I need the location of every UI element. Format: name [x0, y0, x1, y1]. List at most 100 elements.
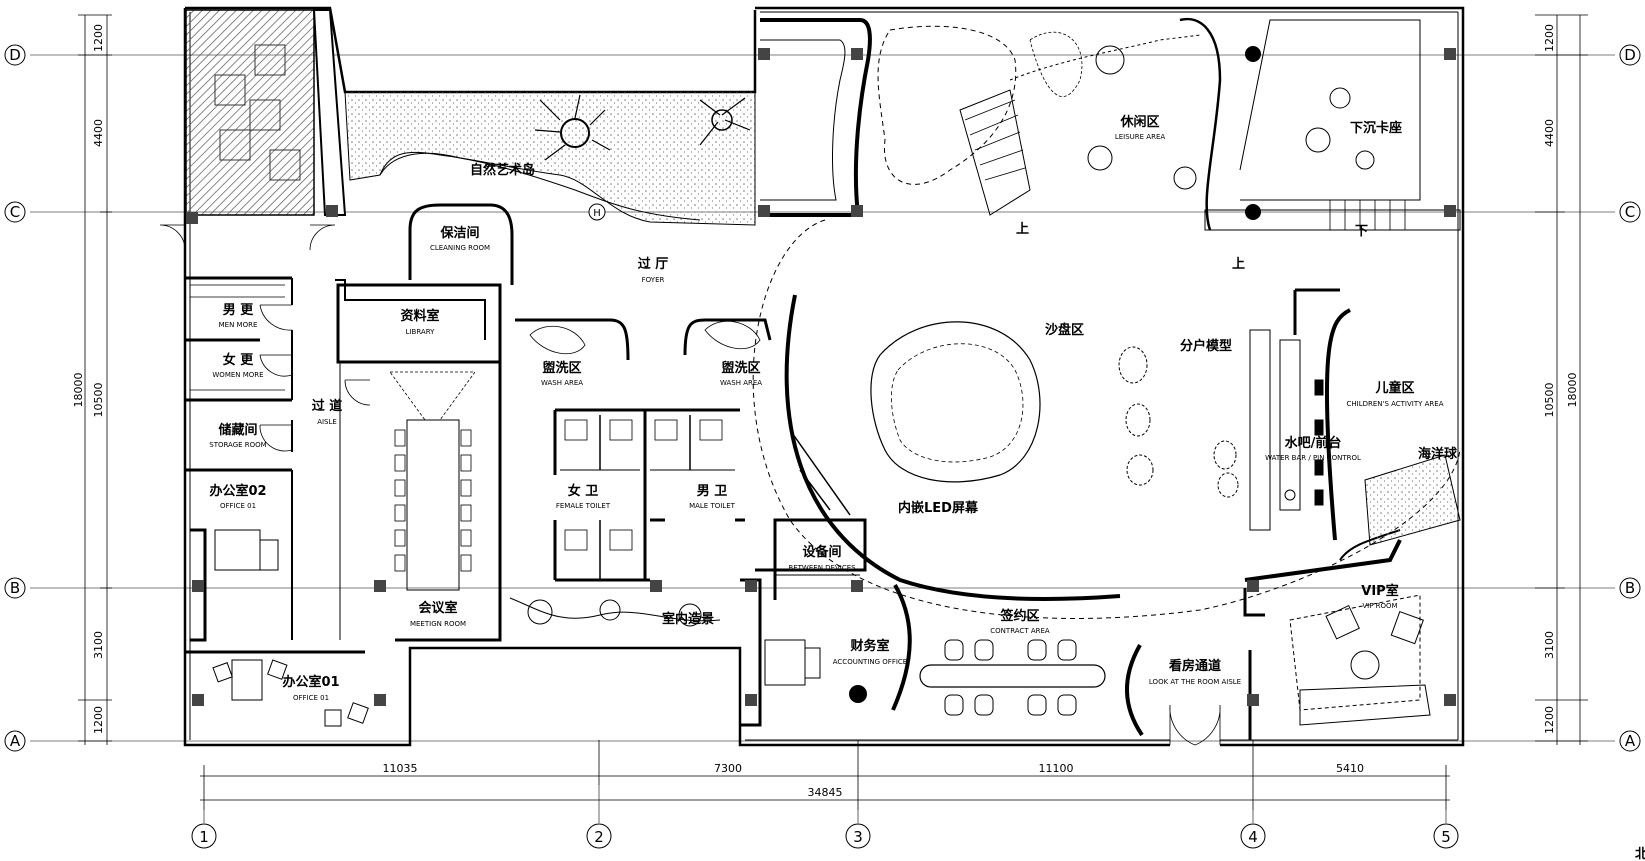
structural-columns — [192, 48, 1456, 706]
label-cleaning-en: CLEANING ROOM — [430, 244, 490, 252]
label-office02-en: OFFICE 01 — [220, 502, 256, 510]
dim-right-5: 1200 — [1543, 706, 1556, 734]
label-devices-en: BETWEEN DEVICES — [788, 564, 856, 572]
label-leisure-en: LEISURE AREA — [1115, 133, 1166, 141]
col-label-4: 4 — [1248, 828, 1258, 846]
label-water-bar-cn: 水吧/前台 — [1285, 435, 1342, 451]
label-meeting-cn: 会议室 — [418, 600, 457, 616]
dim-right-3: 10500 — [1543, 383, 1556, 418]
col-label-1: 1 — [199, 828, 209, 846]
label-leisure-cn: 休闲区 — [1119, 114, 1159, 130]
label-women-more-en: WOMEN MORE — [212, 371, 263, 379]
label-contract-en: CONTRACT AREA — [990, 627, 1050, 635]
column-marker — [1245, 46, 1261, 62]
label-meeting-en: MEETIGN ROOM — [410, 620, 466, 628]
column-marker — [849, 685, 867, 703]
unit-model-blobs — [1118, 346, 1239, 498]
dim-right-2: 4400 — [1543, 119, 1556, 147]
label-accounting-cn: 财务室 — [850, 638, 889, 654]
sand-table — [870, 321, 1041, 483]
contract-furniture — [919, 639, 1106, 716]
dim-left-total: 18000 — [72, 373, 85, 408]
label-cleaning-cn: 保洁间 — [439, 225, 479, 241]
label-sunken-booth: 下沉卡座 — [1350, 120, 1402, 136]
north-label: 北 — [1635, 847, 1645, 861]
label-library-en: LIBRARY — [406, 328, 436, 336]
label-contract-cn: 签约区 — [999, 608, 1039, 624]
label-water-bar-en: WATER BAR / PIN CONTROL — [1265, 454, 1361, 462]
label-men-more-cn: 男 更 — [223, 303, 255, 318]
svg-text:H: H — [593, 208, 601, 219]
col-label-2: 2 — [594, 828, 604, 846]
column-axis: 1 2 3 4 5 — [191, 785, 1459, 849]
row-axis-right: D C B A — [1619, 44, 1641, 752]
ocean-ball-pit — [1364, 454, 1461, 546]
label-led-screen: 内嵌LED屏幕 — [898, 500, 979, 516]
label-storage-en: STORAGE ROOM — [209, 441, 266, 449]
dim-left-5: 1200 — [92, 706, 105, 734]
row-axis-left: D C B A — [4, 44, 26, 752]
label-wash-left-cn: 盥洗区 — [542, 360, 581, 376]
col-label-3: 3 — [853, 828, 863, 846]
label-stair-down: 下 — [1355, 224, 1368, 239]
label-unit-model: 分户模型 — [1180, 338, 1232, 354]
label-male-toilet-cn: 男 卫 — [697, 484, 728, 499]
dim-bottom-3: 11100 — [1039, 762, 1074, 775]
label-indoor-landscape: 室内造景 — [662, 611, 714, 627]
leisure-area — [877, 17, 1461, 231]
label-accounting-en: ACCOUNTING OFFICE — [833, 658, 907, 666]
room-labels: 保洁间 CLEANING ROOM 过 厅 FOYER 资料室 LIBRARY … — [209, 114, 1443, 702]
wash-counter-walls — [515, 318, 772, 361]
col-label-5: 5 — [1441, 828, 1451, 846]
row-label-c: C — [10, 203, 20, 221]
dim-right-total: 18000 — [1566, 373, 1579, 408]
dim-left-4: 3100 — [92, 631, 105, 659]
label-storage-cn: 储藏间 — [217, 422, 257, 438]
office-furniture — [190, 528, 821, 727]
interior-walls — [185, 18, 1402, 740]
row-label-c-right: C — [1625, 203, 1635, 221]
label-vip-en: VIP ROOM — [1362, 602, 1397, 610]
dimension-left — [78, 14, 112, 745]
dim-bottom-2: 7300 — [714, 762, 742, 775]
label-aisle-cn: 过 道 — [312, 398, 343, 414]
dim-right-1: 1200 — [1543, 24, 1556, 52]
label-devices-cn: 设备间 — [802, 544, 841, 560]
label-room-aisle-cn: 看房通道 — [1169, 658, 1221, 674]
dimension-right — [1535, 14, 1588, 745]
label-library-cn: 资料室 — [400, 308, 439, 324]
row-label-a-right: A — [1625, 732, 1636, 750]
label-wash-right-en: WASH AREA — [720, 379, 762, 387]
label-foyer-en: FOYER — [642, 276, 665, 284]
led-screen — [752, 219, 1461, 619]
dim-bottom-1: 11035 — [383, 762, 418, 775]
meeting-table — [389, 371, 476, 591]
row-label-b-right: B — [1625, 579, 1635, 597]
dim-left-2: 4400 — [92, 119, 105, 147]
label-ramp-up: 上 — [1232, 257, 1245, 272]
row-label-d-right: D — [1624, 46, 1636, 64]
label-aisle-en: AISLE — [317, 418, 337, 426]
label-men-more-en: MEN MORE — [219, 321, 258, 329]
hatched-core — [185, 9, 347, 224]
label-vip-cn: VIP室 — [1361, 583, 1398, 599]
label-ocean-ball: 海洋球 — [1418, 446, 1458, 462]
dim-bottom-4: 5410 — [1336, 762, 1364, 775]
row-label-d: D — [9, 46, 21, 64]
row-label-a: A — [10, 732, 21, 750]
label-office02-cn: 办公室02 — [209, 483, 266, 499]
dim-left-3: 10500 — [92, 383, 105, 418]
label-office01-cn: 办公室01 — [282, 674, 339, 690]
indoor-landscape — [509, 597, 721, 627]
label-stair-up: 上 — [1016, 222, 1029, 237]
label-female-toilet-en: FEMALE TOILET — [556, 502, 611, 510]
vip-furniture — [1289, 594, 1431, 726]
label-women-more-cn: 女 更 — [223, 352, 255, 368]
dim-right-4: 3100 — [1543, 631, 1556, 659]
label-children-en: CHILDREN'S ACTIVITY AREA — [1346, 400, 1443, 408]
doors — [159, 224, 1221, 746]
water-bar — [1249, 329, 1324, 531]
label-room-aisle-en: LOOK AT THE ROOM AISLE — [1149, 678, 1241, 686]
label-children-cn: 儿童区 — [1374, 380, 1414, 396]
